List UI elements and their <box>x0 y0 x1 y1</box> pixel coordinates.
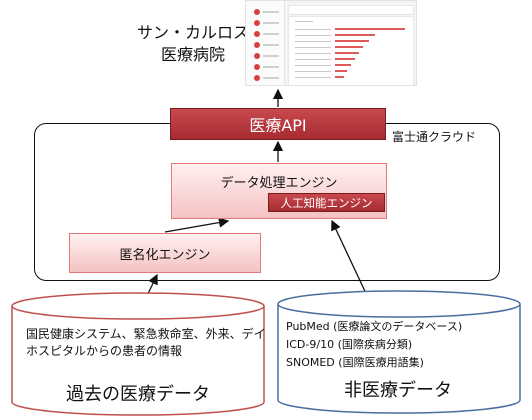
dashboard-chart-row-label <box>295 29 331 30</box>
dashboard-menu-icon <box>254 53 260 59</box>
dashboard-menu-icon <box>254 64 260 70</box>
dashboard-chart-row-label <box>295 35 331 36</box>
nonmedical-data-item: SNOMED (国際医療用語集) <box>286 356 424 369</box>
past-data-description-line2: ホスピタルからの患者の情報 <box>26 344 183 358</box>
nonmedical-data-list: PubMed (医療論文のデータベース) ICD-9/10 (国際疾病分類) S… <box>286 318 462 372</box>
dashboard-chart-row-label <box>295 47 331 48</box>
dashboard-chart-bar <box>335 28 405 30</box>
past-data-title: 過去の医療データ <box>66 384 210 405</box>
dashboard-menu-line <box>263 55 279 57</box>
dashboard-menu-line <box>263 11 279 13</box>
dashboard-chart-row-label <box>295 71 331 72</box>
dashboard-chart-bar <box>335 40 369 42</box>
dashboard-chart-bar <box>335 58 355 60</box>
dashboard-chart-card <box>288 16 414 85</box>
dashboard-chart-row-label <box>295 77 331 78</box>
dashboard-menu-icon <box>254 75 260 81</box>
dashboard-menu-line <box>263 77 279 79</box>
dashboard-chart-bar <box>335 76 344 78</box>
anonymization-engine-label: 匿名化エンジン <box>119 247 211 263</box>
dashboard-chart-bar <box>335 52 359 54</box>
dashboard-chart-row-label <box>295 65 331 66</box>
dashboard-menu-icon <box>254 9 260 15</box>
medical-api-box: 医療API <box>170 108 386 140</box>
dashboard-chart-bar <box>335 34 375 36</box>
dashboard-chart-row-label <box>295 41 331 42</box>
nonmedical-data-item: ICD-9/10 (国際疾病分類) <box>286 338 413 351</box>
dashboard-chart-row-label <box>295 59 331 60</box>
hospital-name: サン・カルロス 医療病院 <box>128 22 258 66</box>
dashboard-screenshot <box>245 0 417 86</box>
dashboard-menu-line <box>263 44 279 46</box>
data-processing-engine-label: データ処理エンジン <box>220 176 338 191</box>
hospital-name-line1: サン・カルロス <box>136 23 249 42</box>
medical-api-label: 医療API <box>249 116 307 135</box>
past-data-description-line1: 国民健康システム、緊急救命室、外来、デイ <box>26 327 266 341</box>
dashboard-menu-line <box>263 66 279 68</box>
dashboard-sidebar <box>246 1 285 85</box>
nonmedical-data-item: PubMed (医療論文のデータベース) <box>286 320 463 333</box>
dashboard-menu-line <box>263 22 279 24</box>
dashboard-menu-icon <box>254 31 260 37</box>
dashboard-chart-bar <box>335 70 347 72</box>
past-data-description: 国民健康システム、緊急救命室、外来、デイ ホスピタルからの患者の情報 <box>26 326 266 360</box>
hospital-name-line2: 医療病院 <box>160 45 225 64</box>
anonymization-engine-box: 匿名化エンジン <box>69 233 261 273</box>
dashboard-header-card <box>288 5 414 15</box>
cloud-label: 富士通クラウド <box>392 130 477 144</box>
dashboard-chart-row-label <box>295 53 331 54</box>
dashboard-chart-bar <box>335 46 363 48</box>
dashboard-chart-bar <box>335 64 351 66</box>
ai-engine-label: 人工知能エンジン <box>280 195 373 210</box>
dashboard-chart-title <box>295 21 313 22</box>
ai-engine-box: 人工知能エンジン <box>268 193 385 212</box>
dashboard-menu-line <box>263 33 279 35</box>
dashboard-menu-icon <box>254 42 260 48</box>
dashboard-menu-icon <box>254 20 260 26</box>
nonmedical-data-title: 非医療データ <box>344 380 452 401</box>
